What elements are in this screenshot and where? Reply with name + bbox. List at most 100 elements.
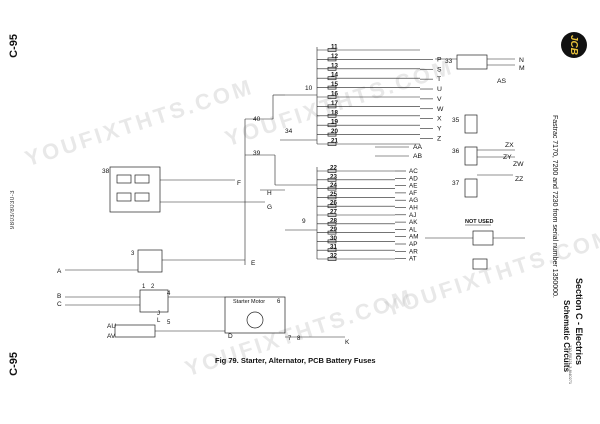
fuse-number-28: 28 (330, 217, 337, 224)
fuse-21 (327, 142, 337, 146)
schematic-diagram: 1112131415161718192021PSTUVWXYZAAAB22232… (57, 44, 525, 346)
terminal-AT: AT (409, 256, 417, 263)
fuse-number-17: 17 (331, 100, 338, 107)
fuse-number-12: 12 (331, 53, 338, 60)
part-5: 5 (167, 320, 171, 326)
fuse-24 (327, 186, 337, 191)
fuse-32 (327, 257, 337, 261)
fuse-22 (327, 169, 337, 173)
terminal-V: V (437, 96, 442, 103)
terminal-AB: AB (413, 153, 423, 160)
fuse-number-25: 25 (330, 191, 337, 198)
fuse-number-31: 31 (330, 244, 337, 251)
terminal-AV: AV (107, 333, 116, 340)
applies-to: Fastrac 7170, 7200 and 7230 from serial … (551, 115, 558, 298)
fuse-31 (327, 248, 337, 253)
starter-motor-symbol (246, 311, 264, 329)
connector-10: 10 (305, 85, 313, 92)
part-4: 4 (167, 291, 171, 297)
fuse-number-30: 30 (330, 235, 337, 242)
relay-4 (134, 192, 150, 202)
terminal-AU: AU (107, 323, 116, 330)
fuse-number-13: 13 (331, 62, 338, 69)
document-number: 9803/8030-3 (10, 190, 16, 230)
connector-35: 35 (452, 117, 460, 124)
fuse-number-19: 19 (331, 119, 338, 126)
connector-33: 33 (445, 58, 453, 65)
fuse-19 (327, 123, 337, 128)
terminal-ZY: ZY (503, 154, 512, 161)
fuse-number-22: 22 (330, 165, 337, 172)
terminal-AK: AK (409, 219, 418, 226)
unused-relay (472, 230, 494, 246)
fuse-number-24: 24 (330, 182, 337, 189)
connector-40: 40 (253, 116, 261, 123)
section-subtitle: Schematic Circuits (562, 300, 571, 373)
part-8: 8 (297, 336, 301, 342)
unused-switch (472, 258, 488, 270)
fuse-number-18: 18 (331, 109, 338, 116)
page-code-top: C-95 (8, 34, 20, 58)
fuse-14 (327, 76, 337, 81)
terminal-AH: AH (409, 205, 418, 212)
terminal-B: B (57, 293, 61, 300)
part-7: 7 (288, 336, 292, 342)
terminal-U: U (437, 86, 442, 93)
part-6: 6 (277, 299, 281, 305)
fuse-17 (327, 104, 337, 109)
connector-39: 39 (253, 150, 261, 157)
ignition-switch (137, 249, 163, 273)
relay-1 (116, 174, 132, 184)
fuse-23 (327, 177, 337, 182)
relay-2 (134, 174, 150, 184)
terminal-W: W (437, 106, 444, 113)
fuse-number-15: 15 (331, 81, 338, 88)
fuse-number-21: 21 (331, 138, 338, 145)
connector-36: 36 (452, 148, 460, 155)
fuse-number-27: 27 (330, 209, 337, 216)
terminal-ZW: ZW (513, 161, 524, 168)
terminal-AE: AE (409, 183, 417, 190)
terminal-ZZ: ZZ (515, 176, 523, 183)
relay-box-38 (109, 166, 161, 213)
fuse-number-23: 23 (330, 173, 337, 180)
terminal-C: C (57, 301, 62, 308)
starter-motor-label: Starter Motor (233, 299, 265, 305)
part-2: 2 (151, 284, 155, 290)
battery-isolator (139, 289, 169, 313)
page-code-bottom: C-95 (8, 352, 20, 376)
terminal-L: L (157, 318, 161, 324)
terminal-AR: AR (409, 248, 418, 255)
alternator-relay (114, 324, 156, 338)
switch-35 (464, 114, 478, 134)
fuse-number-29: 29 (330, 226, 337, 233)
fuse-15 (327, 85, 337, 90)
terminal-A: A (57, 268, 62, 275)
not-used-label: NOT USED (465, 219, 493, 225)
terminal-N: N (519, 57, 524, 64)
switch-36 (464, 146, 478, 166)
terminal-Y: Y (437, 125, 442, 132)
terminal-AG: AG (409, 197, 418, 204)
connector-37: 37 (452, 180, 460, 187)
terminal-K: K (345, 339, 350, 346)
terminal-AJ: AJ (409, 212, 416, 219)
figure-caption: Fig 79. Starter, Alternator, PCB Battery… (215, 356, 376, 365)
fuse-26 (327, 204, 337, 209)
jcb-logo: JCB (561, 32, 587, 58)
terminal-AF: AF (409, 190, 417, 197)
reference-code: 330-R0121-3-8/40271 (568, 345, 573, 385)
fuse-20 (327, 132, 337, 137)
fuse-number-20: 20 (331, 128, 338, 135)
connector-9: 9 (302, 218, 306, 225)
fuse-12 (327, 57, 337, 62)
terminal-T: T (437, 76, 441, 83)
terminal-AM: AM (409, 234, 418, 241)
switch-37 (464, 178, 478, 198)
part-3: 3 (131, 251, 135, 257)
fuse-number-11: 11 (331, 44, 338, 51)
terminal-P: P (437, 56, 442, 63)
fuse-number-26: 26 (330, 200, 337, 207)
terminal-AD: AD (409, 175, 418, 182)
fuse-30 (327, 239, 337, 244)
